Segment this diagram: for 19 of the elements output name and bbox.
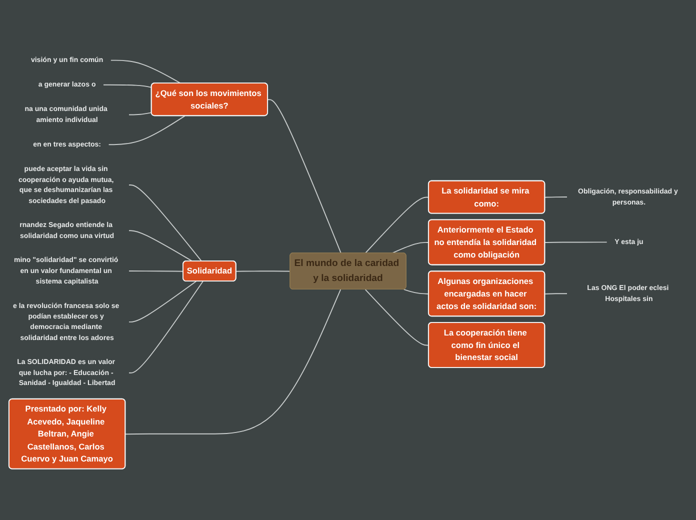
connector [128,280,197,322]
connector [544,293,568,294]
connector [102,84,152,88]
connector [403,288,430,294]
connector [128,270,184,272]
connector [267,99,342,254]
connector [128,184,202,262]
connector [108,115,186,146]
connector [364,289,430,346]
connector [236,270,291,272]
connector [128,230,193,262]
connector [392,242,430,254]
connector [128,280,204,374]
connector [128,112,152,116]
connector [544,196,568,198]
connector [364,196,430,254]
connector [110,60,182,84]
connector [544,242,608,243]
connector [125,289,342,435]
